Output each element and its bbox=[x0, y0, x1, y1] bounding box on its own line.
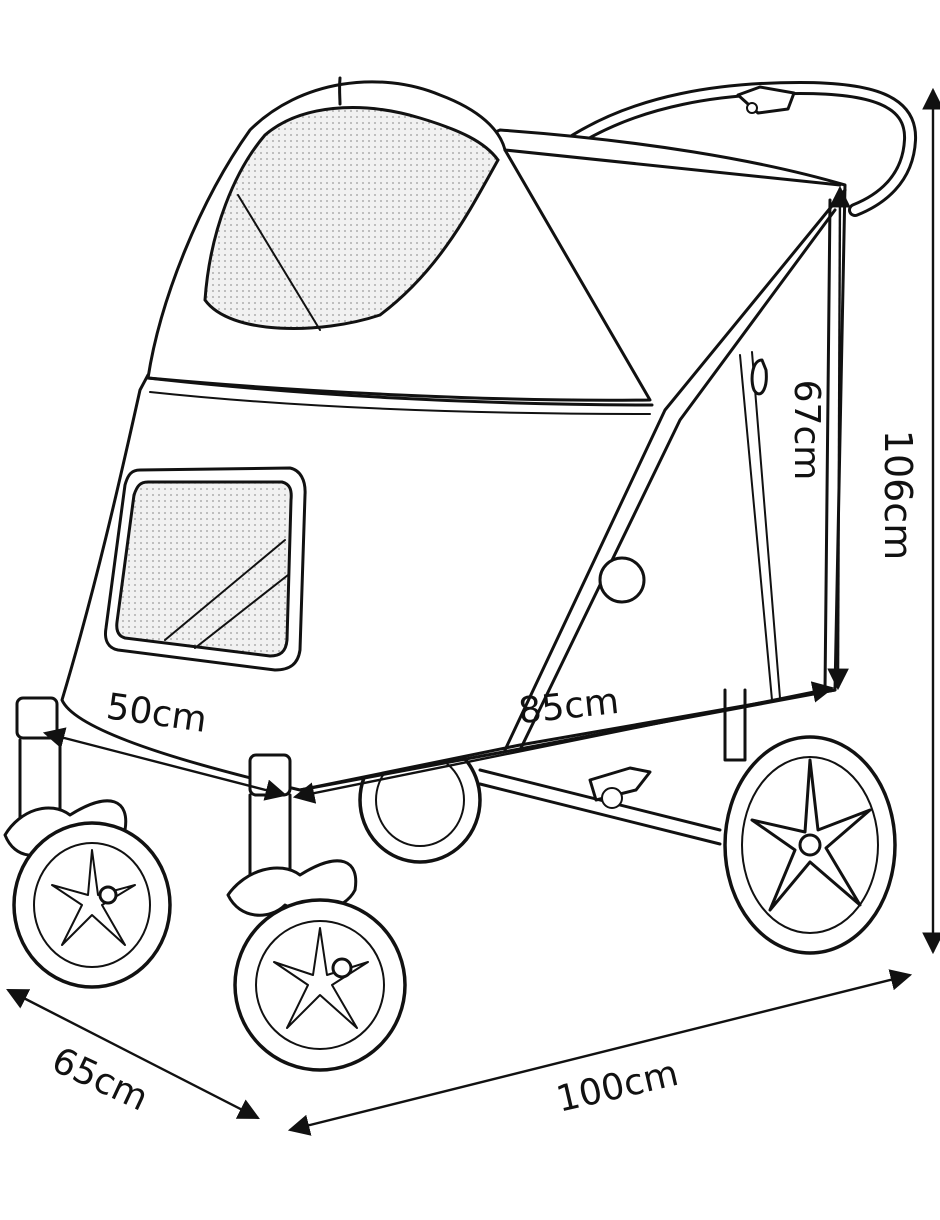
label-overall-height: 106cm bbox=[876, 430, 920, 560]
handlebar bbox=[568, 81, 918, 217]
label-overall-width: 65cm bbox=[46, 1040, 155, 1120]
dimension-line-interior-height bbox=[827, 185, 851, 691]
dimension-line-interior-width bbox=[42, 727, 288, 801]
front-wheel-left bbox=[3, 696, 172, 989]
dimension-line-interior-length bbox=[292, 681, 835, 804]
dimension-line-overall-width bbox=[6, 988, 260, 1120]
dimension-lines bbox=[6, 87, 940, 1136]
rear-wheel-front bbox=[723, 735, 897, 955]
side-window bbox=[104, 466, 307, 672]
label-overall-length: 100cm bbox=[553, 1053, 683, 1121]
label-interior-height: 67cm bbox=[786, 380, 827, 481]
dimension-line-overall-length bbox=[287, 969, 913, 1136]
pet-stroller-icon bbox=[3, 76, 918, 1072]
canopy bbox=[146, 76, 842, 415]
rear-frame bbox=[503, 188, 847, 752]
